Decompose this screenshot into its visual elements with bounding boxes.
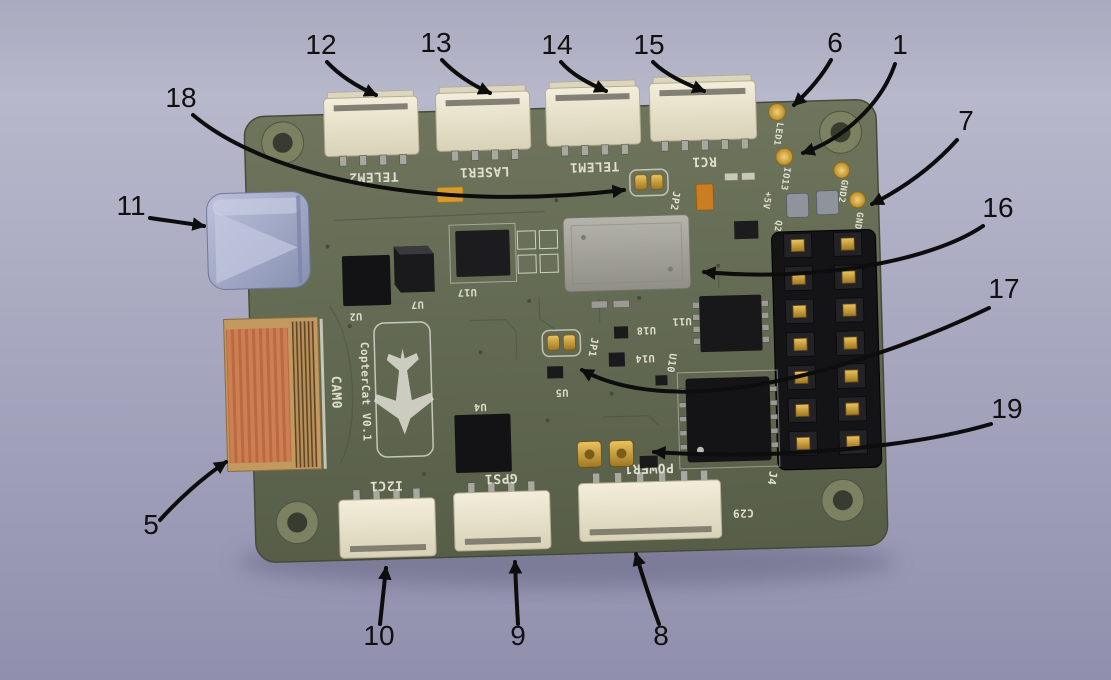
silkscreen-c29-label: C29 <box>732 506 754 520</box>
silkscreen-board-name: CopterCat V0.1 <box>358 342 374 442</box>
connector-telem2 <box>323 89 420 167</box>
silkscreen-cam0-label: CAM0 <box>328 376 344 410</box>
header-j4 <box>771 229 883 471</box>
camera-connector-cam0 <box>223 316 327 472</box>
callout-6-arrow <box>792 58 833 107</box>
callout-7-arrow <box>870 138 959 206</box>
callout-17-arrow <box>580 306 991 394</box>
callout-15-label: 15 <box>633 29 664 60</box>
chip-u10 <box>655 375 668 386</box>
silkscreen-io13-label: IO13 <box>778 166 791 191</box>
callout-10-arrow <box>378 565 392 626</box>
silkscreen-u17-label: U17 <box>457 286 477 298</box>
fet-q2 <box>785 189 840 219</box>
callout-17-label: 17 <box>988 273 1019 304</box>
silkscreen-telem1-label: TELEM1 <box>569 158 619 174</box>
silkscreen-u10-label: U10 <box>664 353 678 374</box>
callout-11-arrow <box>148 216 207 231</box>
mounting-hole-bottom-right <box>820 478 865 523</box>
chip-u11 <box>692 294 770 353</box>
gnd-pad <box>848 191 866 209</box>
silkscreen-u4-label: U4 <box>473 401 486 412</box>
callout-13-arrow <box>440 58 492 95</box>
callout-8-label: 8 <box>653 620 669 651</box>
connector-power1 <box>577 469 723 543</box>
callout-5-label: 5 <box>143 509 159 540</box>
callout-15-arrow <box>651 60 706 94</box>
callout-18-label: 18 <box>165 82 196 113</box>
chip-u5 <box>547 366 564 379</box>
silkscreen-gnd-label: GND <box>852 211 864 230</box>
silkscreen-telem2-label: TELEM2 <box>348 168 398 184</box>
chip-u17 <box>448 222 518 284</box>
callout-18-arrow <box>191 113 627 199</box>
passive-components <box>436 172 759 468</box>
callout-1-arrow <box>801 62 897 156</box>
chip-u2 <box>341 254 392 307</box>
callout-labels: 12 13 14 15 6 1 18 7 11 16 17 19 5 10 9 … <box>116 27 1022 651</box>
pad-cluster <box>516 229 559 274</box>
callout-1-label: 1 <box>892 29 908 60</box>
callout-7-label: 7 <box>958 105 974 136</box>
shield-module <box>562 214 692 293</box>
chip-u14 <box>608 352 626 367</box>
callout-19-label: 19 <box>991 393 1022 424</box>
connector-laser1 <box>434 84 532 162</box>
pcb-board: TELEM2 LASER1 TELEM1 RC1 I2C1 <box>206 74 889 563</box>
callout-13-label: 13 <box>420 27 451 58</box>
silkscreen-rc1-label: RC1 <box>692 153 717 169</box>
silkscreen-jp2-label: JP2 <box>668 190 682 211</box>
silkscreen-5v-label: +5V <box>760 191 772 210</box>
silkscreen-i2c1-label: I2C1 <box>369 477 403 493</box>
callout-6-label: 6 <box>827 27 843 58</box>
silkscreen-j4-label: J4 <box>765 470 780 486</box>
silkscreen-led1-label: LED1 <box>771 122 784 147</box>
callout-14-label: 14 <box>541 29 572 60</box>
callout-9-arrow <box>508 559 523 626</box>
gnd2-pad <box>833 161 851 179</box>
silkscreen-u14-label: U14 <box>635 352 655 364</box>
callout-5-arrow <box>158 460 228 522</box>
callout-11-label: 11 <box>116 190 145 221</box>
callout-19-arrow <box>651 422 993 460</box>
chip-u7 <box>393 245 435 293</box>
silkscreen-u18-label: U18 <box>636 324 656 336</box>
callout-14-arrow <box>559 60 608 93</box>
silkscreen-gps1-label: GPS1 <box>484 470 518 486</box>
callout-8-arrow <box>632 552 661 626</box>
led1-pad <box>767 102 786 121</box>
pcb-traces <box>328 210 720 465</box>
io13-pad <box>775 147 794 166</box>
usb-c-connector <box>206 191 311 290</box>
callout-12-arrow <box>325 60 378 97</box>
callout-16-arrow <box>701 224 985 280</box>
callout-12-label: 12 <box>305 29 336 60</box>
callout-10-label: 10 <box>363 620 394 651</box>
chip-u18 <box>613 326 629 339</box>
airplane-logo-icon <box>373 348 434 435</box>
chip-mcu-qfp <box>676 369 781 470</box>
coptercat-logo <box>373 321 434 458</box>
connector-gps1 <box>453 480 552 552</box>
silkscreen-u11-label: U11 <box>672 315 692 327</box>
connector-telem1 <box>544 79 642 157</box>
silkscreen-q2-label: Q2 <box>771 219 783 232</box>
chip-u4 <box>454 413 512 474</box>
silkscreen-laser1-label: LASER1 <box>459 163 509 179</box>
jumper-jp2 <box>629 168 669 197</box>
silkscreen-u7-label: U7 <box>411 298 424 309</box>
mounting-hole-bottom-left <box>275 500 320 545</box>
callout-9-label: 9 <box>510 620 526 651</box>
callout-16-label: 16 <box>982 192 1013 223</box>
gold-standoff-pins <box>576 439 635 469</box>
callout-arrows <box>148 58 993 626</box>
silkscreen-jp1-label: JP1 <box>586 337 600 358</box>
connector-i2c1 <box>338 487 437 559</box>
silkscreen-u2-label: U2 <box>349 310 362 321</box>
silkscreen-u5-label: U5 <box>555 386 568 397</box>
jumper-jp1 <box>541 329 582 358</box>
